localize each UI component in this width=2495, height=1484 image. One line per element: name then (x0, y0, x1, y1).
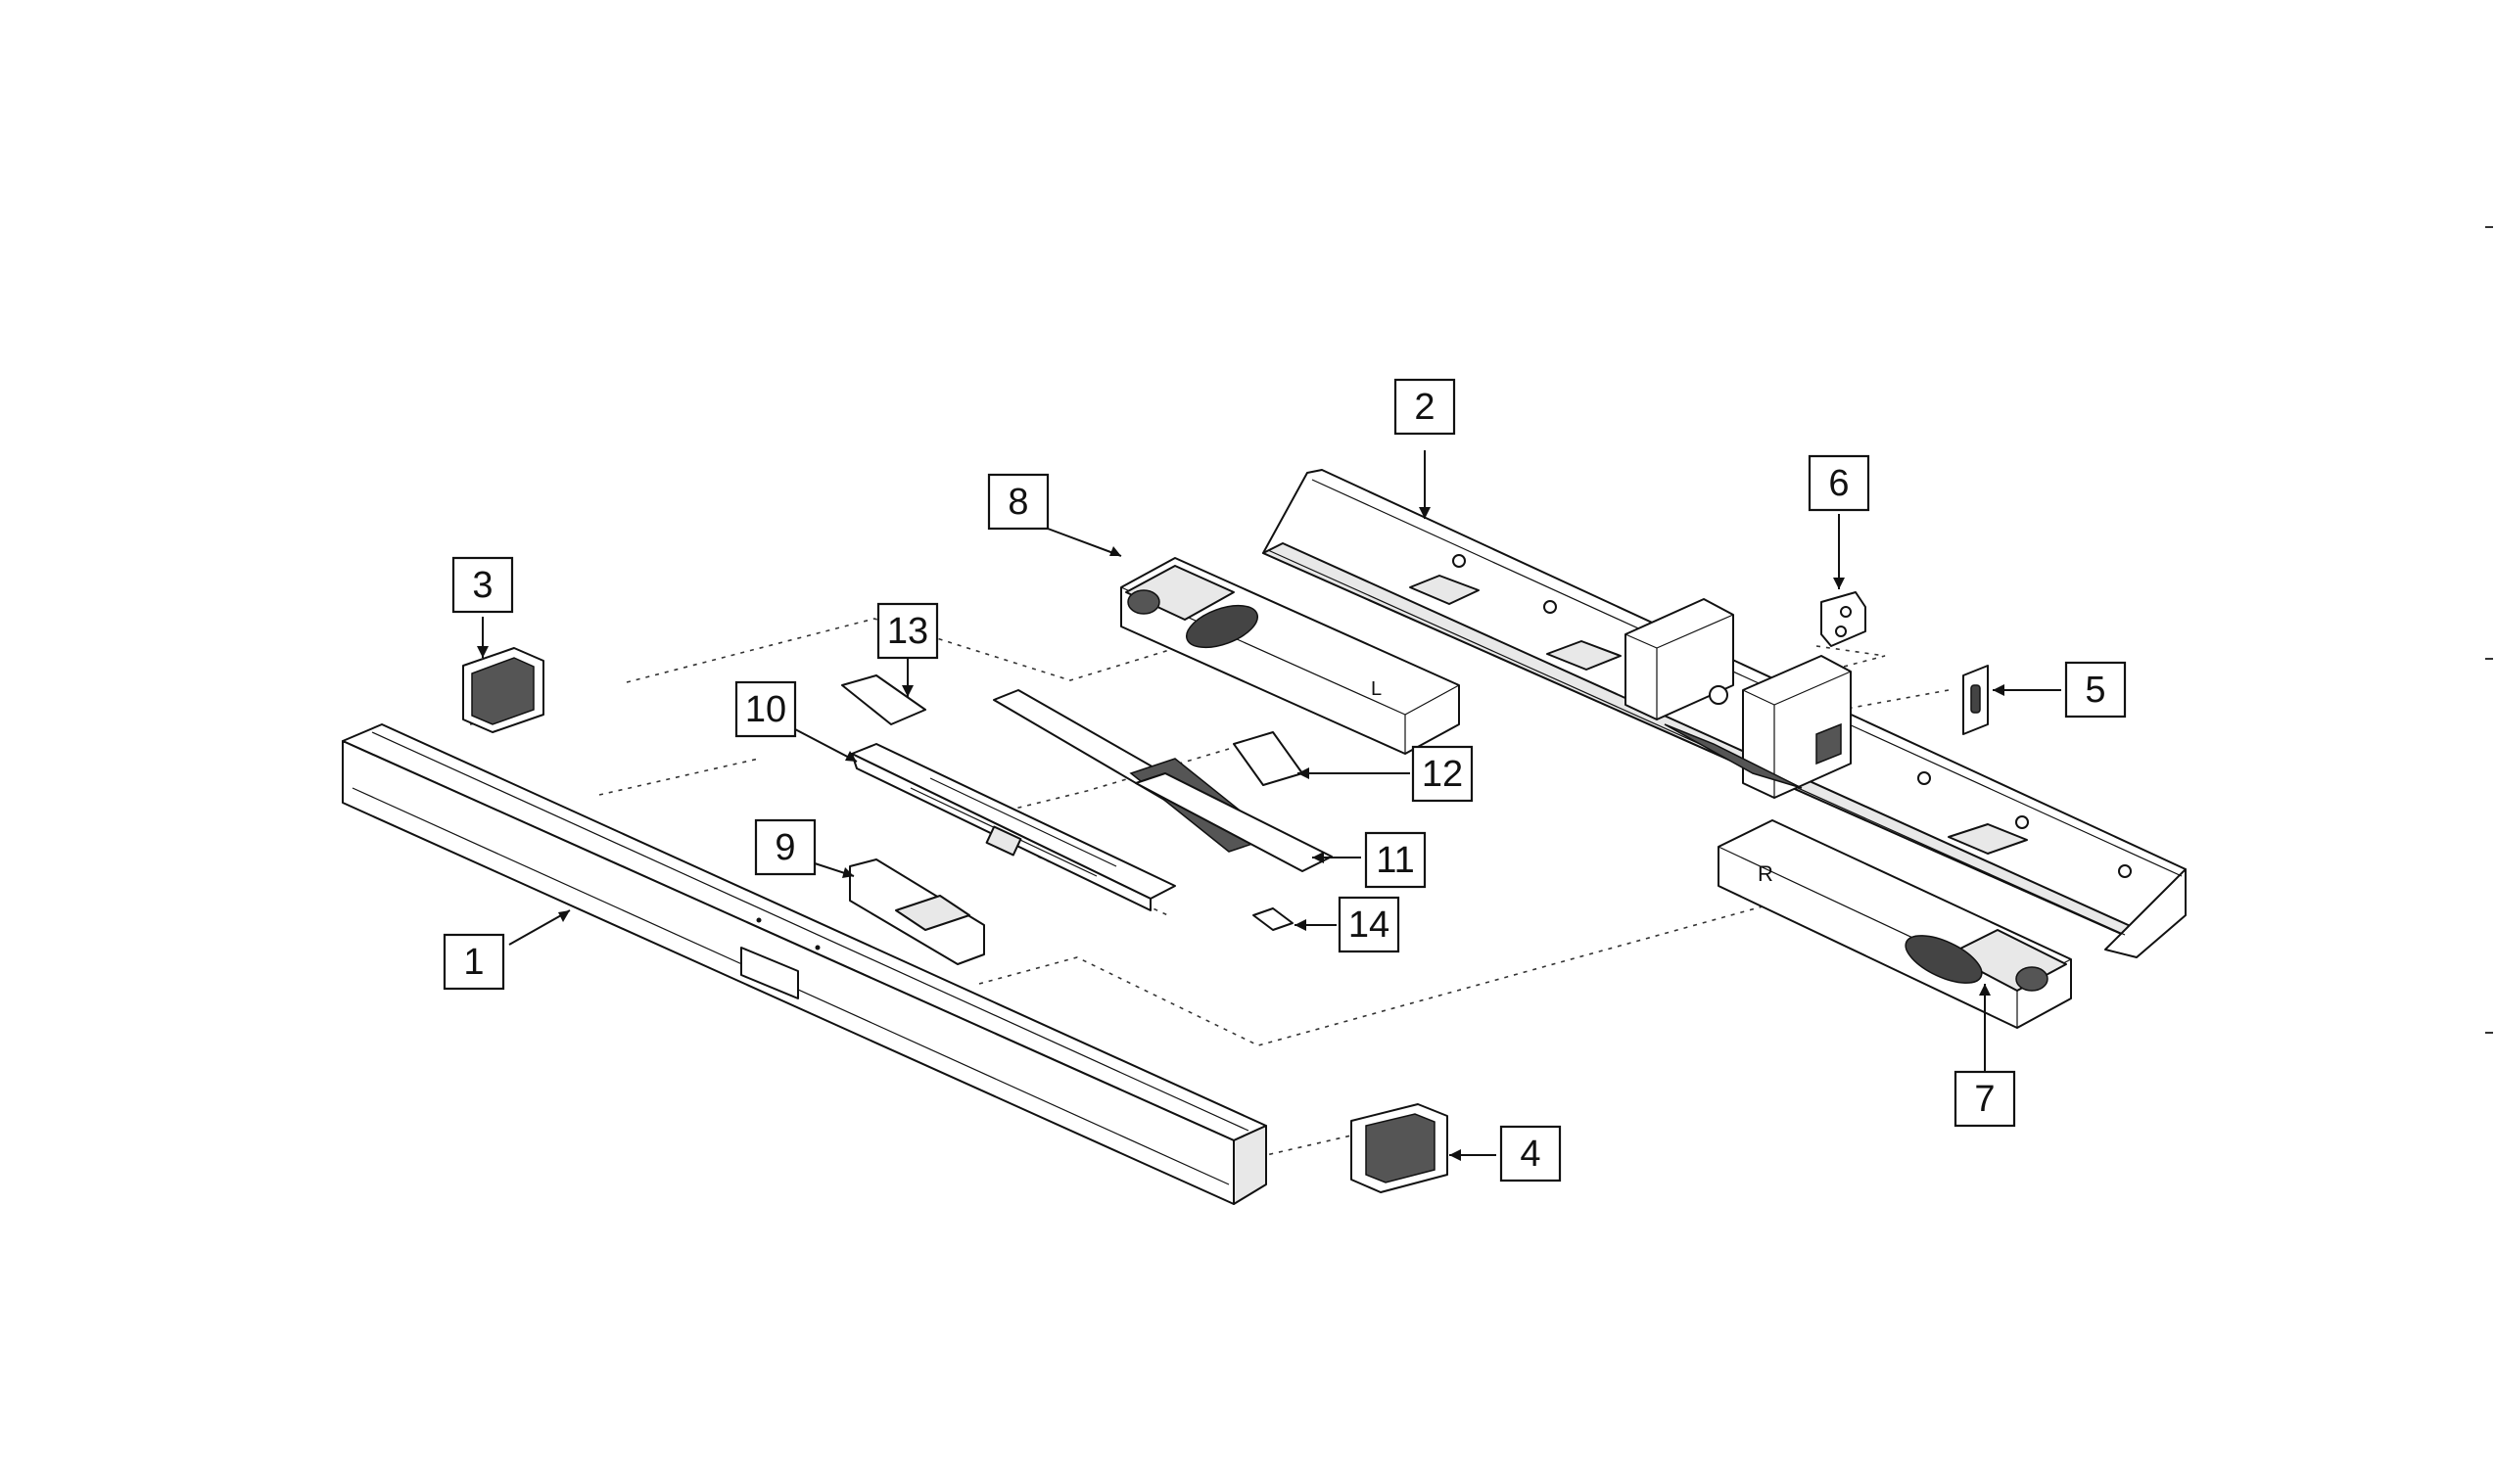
callout-3: 3 (451, 556, 514, 614)
left-speaker-part: L (1120, 557, 1460, 755)
callout-2-label: 2 (1414, 387, 1435, 428)
right-end-grille-part (1350, 1103, 1448, 1193)
callout-4: 4 (1499, 1125, 1562, 1183)
leader-lines (477, 450, 2061, 1161)
right-speaker-part: R (1718, 819, 2072, 1029)
callout-9-label: 9 (775, 827, 795, 868)
callout-10: 10 (734, 680, 797, 738)
callout-1: 1 (443, 933, 505, 991)
guide-1-to-10 (598, 758, 760, 796)
small-pcb-13-part (841, 674, 926, 725)
guide-13-to-8 (626, 618, 1215, 683)
left-end-grille-part (462, 647, 544, 733)
callout-13-label: 13 (887, 611, 928, 652)
callout-5-label: 5 (2085, 670, 2105, 711)
callout-13: 13 (876, 602, 939, 660)
mount-clip-part (1820, 591, 1866, 647)
callout-11: 11 (1364, 831, 1427, 889)
guide-5-to-2 (1840, 689, 1950, 711)
leader-10 (794, 728, 858, 763)
chassis-ribs (1409, 575, 2028, 855)
left-speaker-woofer (1186, 604, 1258, 649)
main-pcb-10-part (851, 743, 1176, 911)
chassis-transformer-right (1742, 655, 1852, 799)
chassis-cable-harness (1664, 723, 1803, 789)
amp-pcb-11-part (1135, 772, 1333, 872)
front-bar-end (1233, 1125, 1267, 1205)
right-end-grille-mesh (1365, 1113, 1436, 1183)
callout-7: 7 (1954, 1070, 2016, 1128)
callout-4-label: 4 (1520, 1134, 1540, 1175)
callout-8: 8 (987, 473, 1050, 531)
small-clip-14-part (1252, 907, 1294, 931)
guide-1-to-7 (978, 895, 1803, 1046)
switch-bracket-part (1962, 665, 1989, 735)
callout-3-label: 3 (472, 565, 493, 606)
chassis-end-cap (2104, 868, 2187, 958)
front-bar-display-window (740, 947, 799, 999)
callout-14-label: 14 (1348, 904, 1389, 946)
callout-6-label: 6 (1828, 463, 1849, 504)
callout-9: 9 (754, 818, 817, 876)
callout-8-label: 8 (1008, 482, 1028, 523)
front-bar-top-face (342, 723, 1267, 1141)
guide-6-to-5 (1771, 645, 1886, 686)
rear-chassis-part (1262, 469, 2187, 958)
right-speaker-body (1718, 819, 2072, 1029)
left-speaker-front-face (1125, 565, 1235, 621)
front-grille-bar-part (342, 723, 1267, 1205)
callout-5: 5 (2064, 661, 2127, 719)
callout-6: 6 (1808, 454, 1870, 512)
callout-7-label: 7 (1974, 1079, 1995, 1120)
right-speaker-woofer (1905, 935, 1983, 984)
callout-2: 2 (1393, 378, 1456, 436)
right-speaker-mark: R (1758, 861, 1773, 886)
chassis-transformer-left (1624, 598, 1734, 720)
left-speaker-tweeter (1127, 589, 1160, 615)
callout-11-label: 11 (1376, 840, 1414, 881)
left-end-grille-mesh (471, 657, 535, 725)
callout-12-label: 12 (1422, 754, 1463, 795)
callout-12: 12 (1411, 745, 1474, 803)
callout-10-label: 10 (745, 689, 786, 730)
leader-1 (508, 909, 571, 946)
callout-1-label: 1 (463, 942, 484, 983)
chassis-top-edge (1311, 479, 2183, 877)
left-speaker-mark: L (1371, 678, 1382, 700)
leader-8 (1047, 528, 1122, 557)
callout-14: 14 (1338, 896, 1400, 953)
right-speaker-tweeter (2015, 966, 2048, 992)
front-panel-pcb-9-part (849, 858, 985, 965)
